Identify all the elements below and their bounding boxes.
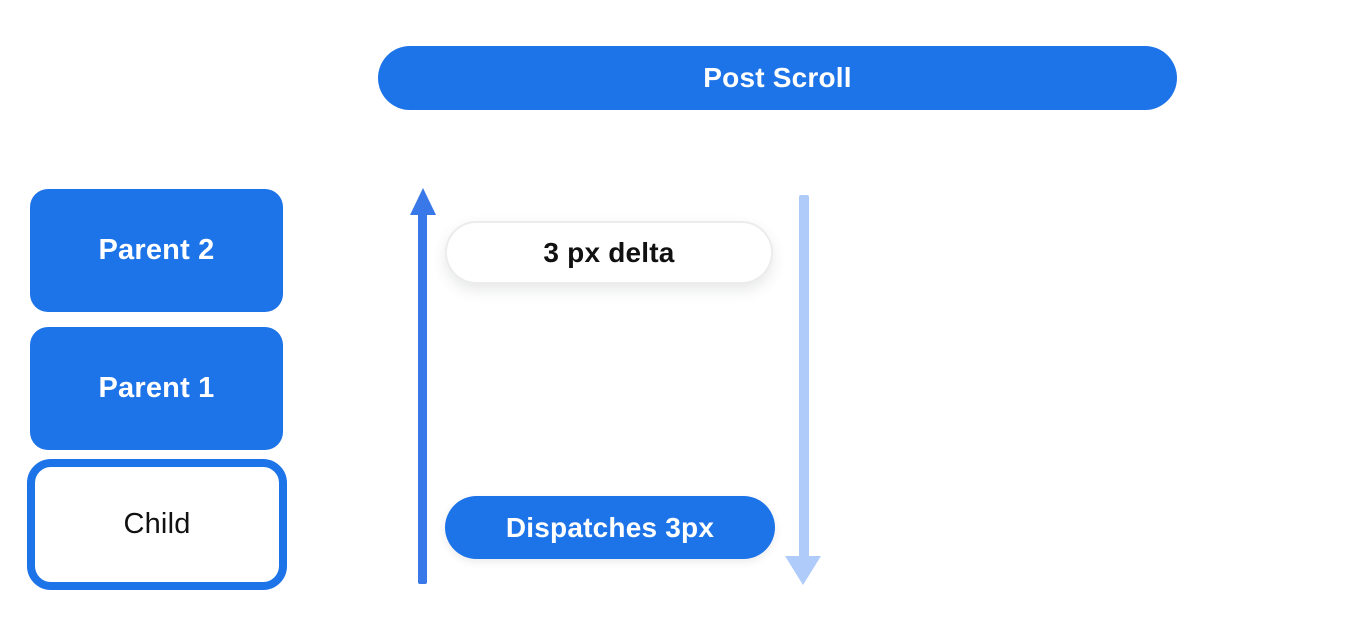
delta-pill: 3 px delta: [445, 221, 773, 284]
down-arrow-icon: [785, 195, 822, 585]
up-arrow-shaft: [418, 212, 427, 584]
node-parent-1: Parent 1: [30, 327, 283, 450]
node-parent-2: Parent 2: [30, 189, 283, 312]
down-arrow-shaft: [799, 195, 809, 557]
down-arrow-head: [785, 556, 821, 585]
node-child: Child: [27, 459, 287, 590]
post-scroll-banner: Post Scroll: [378, 46, 1177, 110]
dispatch-pill: Dispatches 3px: [445, 496, 775, 559]
up-arrow-icon: [410, 188, 436, 584]
up-arrow-head: [410, 188, 436, 215]
